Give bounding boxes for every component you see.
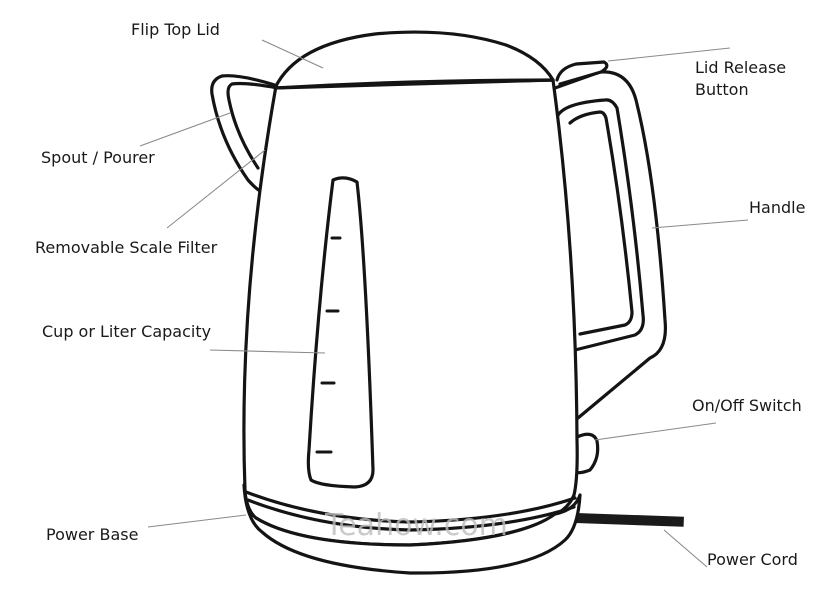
leader-power-cord xyxy=(663,529,708,568)
leader-on-off-switch xyxy=(594,422,717,441)
label-lid-release-line2: Button xyxy=(695,80,749,99)
spout xyxy=(210,74,280,194)
label-flip-top-lid: Flip Top Lid xyxy=(131,20,220,39)
handle-inner xyxy=(555,98,645,352)
water-level-window xyxy=(306,176,375,489)
lid-rim xyxy=(273,78,555,90)
leader-scale-filter xyxy=(166,149,266,229)
label-scale-filter: Removable Scale Filter xyxy=(35,238,218,257)
label-lid-release-line1: Lid Release xyxy=(695,58,786,77)
kettle-body xyxy=(242,78,579,547)
handle-inner-rim xyxy=(568,110,634,336)
label-power-base: Power Base xyxy=(46,525,138,544)
leader-handle xyxy=(651,219,749,229)
leader-capacity xyxy=(209,349,326,354)
label-handle: Handle xyxy=(749,198,805,217)
power-base xyxy=(242,483,582,575)
power-base-band-inner xyxy=(246,498,576,532)
flip-top-lid xyxy=(273,30,555,90)
label-on-off-switch: On/Off Switch xyxy=(692,396,802,415)
label-spout: Spout / Pourer xyxy=(41,148,155,167)
leader-power-base xyxy=(147,514,247,528)
leader-spout xyxy=(139,112,231,147)
leader-flip-top-lid xyxy=(261,39,324,69)
power-base-band xyxy=(244,490,577,524)
label-power-cord: Power Cord xyxy=(707,550,798,569)
leader-lid-release xyxy=(607,47,731,62)
power-cord xyxy=(575,513,684,527)
watermark: Teahow.com xyxy=(324,508,508,543)
label-capacity: Cup or Liter Capacity xyxy=(42,322,211,341)
lid-release-button xyxy=(555,60,609,86)
spout-inner xyxy=(226,81,280,170)
on-off-switch-body xyxy=(573,432,600,475)
